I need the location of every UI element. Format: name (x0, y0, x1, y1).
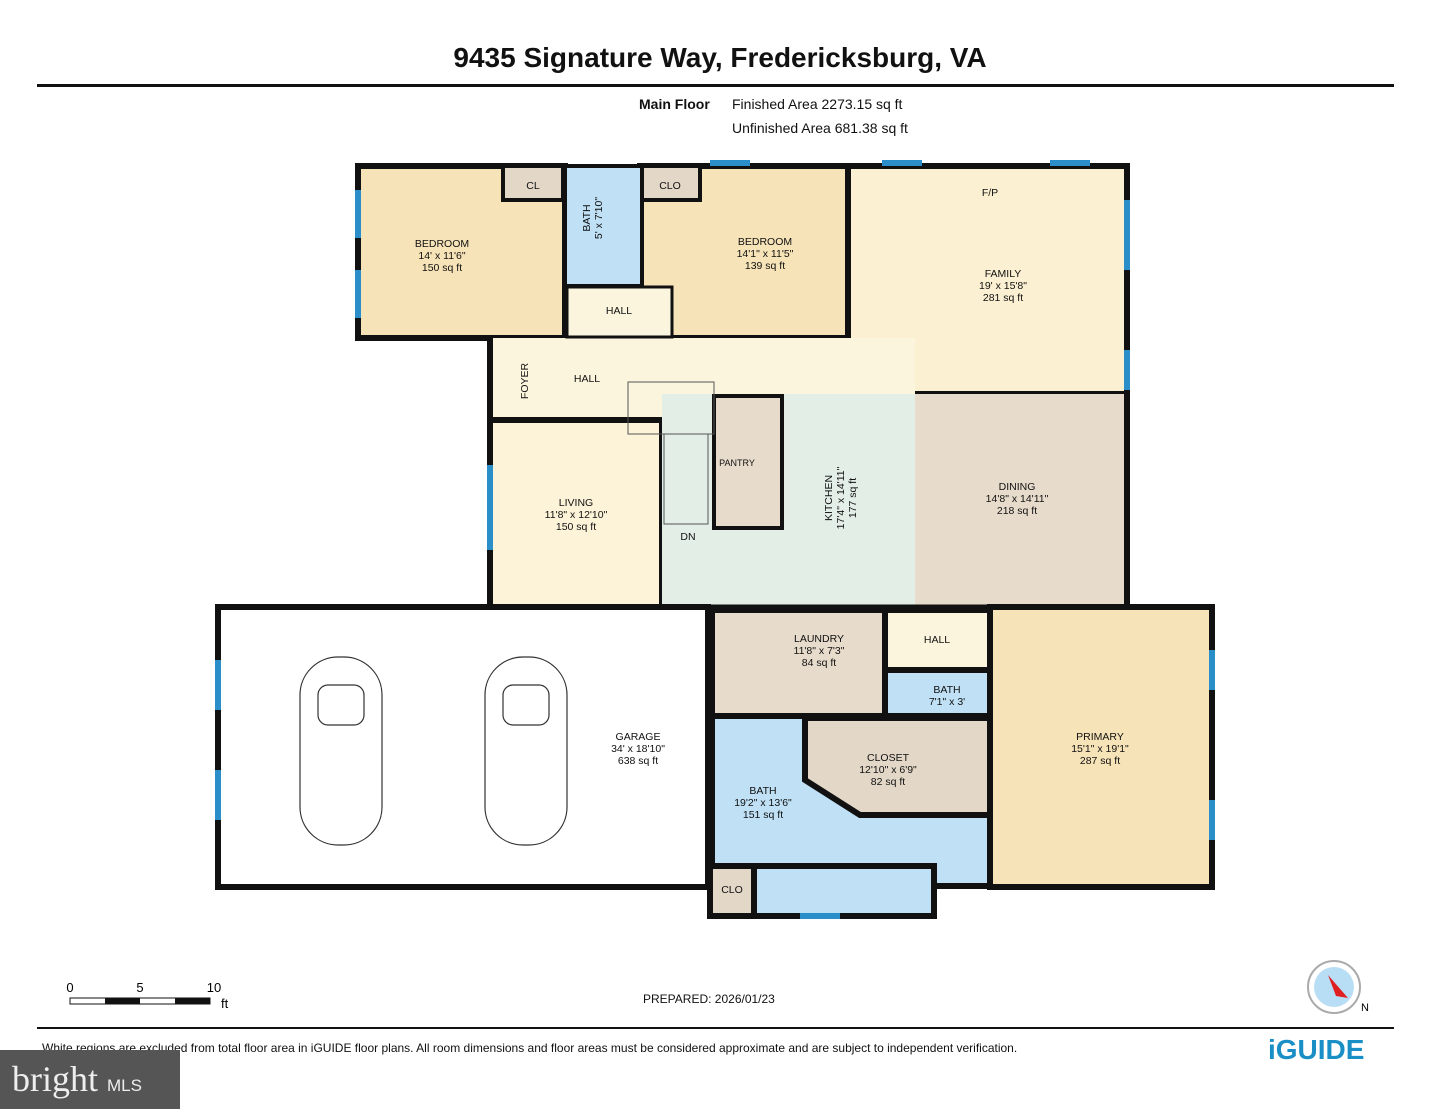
header-divider (37, 84, 1394, 87)
room-hall-small (565, 285, 674, 339)
room-clo (640, 164, 702, 202)
room-kitchen (662, 394, 915, 607)
footer-divider (37, 1027, 1394, 1029)
car-icons (299, 656, 568, 846)
room-area: 287 sq ft (1080, 755, 1120, 767)
room-name: CLO (659, 180, 681, 192)
room-bath-bottom (751, 863, 937, 919)
room-dims: 19'2" x 13'6" (734, 797, 792, 809)
room-name: CLOSET (867, 752, 910, 764)
room-dims: 5' x 7'10" (593, 197, 605, 239)
room-area: 150 sq ft (556, 521, 596, 533)
svg-text:0: 0 (66, 980, 73, 995)
room-name: LIVING (559, 497, 593, 509)
room-name: DN (680, 531, 695, 543)
stairs-icon (627, 381, 715, 525)
floor-name: Main Floor (639, 96, 710, 112)
room-name: BEDROOM (415, 238, 469, 250)
windows (215, 160, 1215, 919)
room-dims: 14'1" x 11'5" (737, 248, 794, 260)
room-name: FAMILY (985, 268, 1022, 280)
compass-icon: N (1307, 960, 1369, 1014)
room-area: 281 sq ft (983, 292, 1023, 304)
room-area: 82 sq ft (871, 776, 906, 788)
room-area: 84 sq ft (802, 657, 837, 669)
room-labels: BEDROOM 14' x 11'6" 150 sq ft CL BATH 5'… (415, 180, 1129, 896)
room-name: HALL (606, 305, 632, 317)
room-dims: 12'10" x 6'9" (859, 764, 917, 776)
room-name: BATH (749, 785, 776, 797)
prepared-date: PREPARED: 2026/01/23 (643, 992, 775, 1006)
scale-bar: 0 5 10 ft (66, 980, 228, 1011)
room-dims: 7'1" x 3' (929, 696, 965, 708)
room-name: F/P (982, 187, 998, 199)
room-dims: 11'8" x 12'10" (545, 509, 608, 521)
room-dims: 19' x 15'8" (979, 280, 1027, 292)
bright-mls-watermark: bright MLS (0, 1050, 180, 1109)
iguide-logo: iGUIDE (1268, 1034, 1365, 1065)
room-name: BEDROOM (738, 236, 792, 248)
room-laundry (709, 607, 888, 719)
unfinished-area: Unfinished Area 681.38 sq ft (732, 120, 908, 136)
room-name: PRIMARY (1076, 731, 1124, 743)
room-name: PANTRY (719, 458, 755, 468)
room-dims: 17'4" x 14'11" (835, 466, 847, 529)
room-hall-2 (882, 607, 993, 673)
room-dims: 14' x 11'6" (418, 250, 466, 262)
room-dims: 34' x 18'10" (611, 743, 665, 755)
room-name: GARAGE (616, 731, 661, 743)
room-dims: 11'8" x 7'3" (794, 645, 845, 657)
room-closet (802, 715, 993, 818)
disclaimer: White regions are excluded from total fl… (42, 1041, 1018, 1055)
svg-text:10: 10 (207, 980, 221, 995)
room-name: DINING (999, 481, 1036, 493)
room-name: CL (526, 180, 540, 192)
room-dining (915, 394, 1127, 607)
room-area: 218 sq ft (997, 505, 1037, 517)
room-name: BATH (933, 684, 960, 696)
room-area: 139 sq ft (745, 260, 785, 272)
page-title: 9435 Signature Way, Fredericksburg, VA (453, 42, 987, 73)
room-dims: 15'1" x 19'1" (1071, 743, 1129, 755)
room-name: FOYER (519, 362, 531, 399)
room-living (487, 417, 665, 610)
room-name: BATH (581, 204, 593, 231)
room-name: LAUNDRY (794, 633, 844, 645)
room-bedroom-1 (355, 163, 568, 341)
room-name: KITCHEN (823, 475, 835, 521)
finished-area: Finished Area 2273.15 sq ft (732, 96, 903, 112)
svg-text:N: N (1361, 1002, 1369, 1014)
room-primary (987, 604, 1215, 890)
room-dims: 14'8" x 14'11" (986, 493, 1049, 505)
room-pantry (712, 394, 784, 530)
room-name: HALL (574, 373, 600, 385)
room-area: 177 sq ft (847, 478, 859, 518)
room-name: HALL (924, 634, 950, 646)
room-area: 638 sq ft (618, 755, 658, 767)
svg-text:ft: ft (221, 996, 229, 1011)
room-area: 151 sq ft (743, 809, 783, 821)
room-area: 150 sq ft (422, 262, 462, 274)
room-name: CLO (721, 884, 743, 896)
svg-text:5: 5 (136, 980, 143, 995)
